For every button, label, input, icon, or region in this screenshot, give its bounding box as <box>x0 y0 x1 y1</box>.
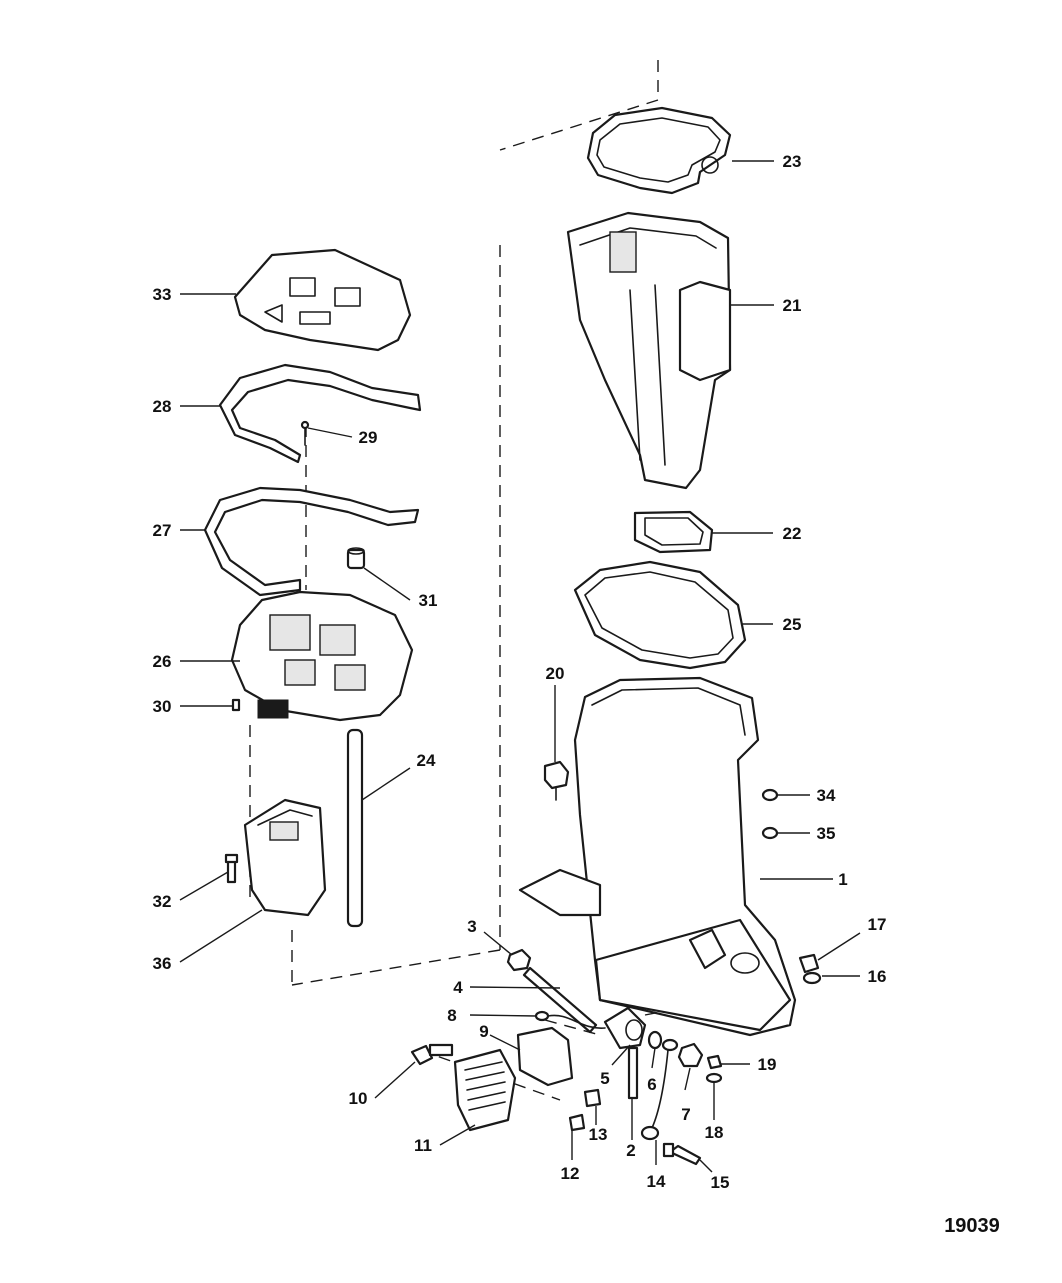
callout-26: 26 <box>153 652 172 671</box>
callout-6: 6 <box>647 1075 656 1094</box>
callout-18: 18 <box>705 1123 724 1142</box>
part-31-bushing <box>346 547 366 570</box>
callout-24: 24 <box>417 751 436 770</box>
callout-2: 2 <box>626 1141 635 1160</box>
parts-34-35-washers <box>761 788 779 840</box>
callout-12: 12 <box>561 1164 580 1183</box>
callout-3: 3 <box>467 917 476 936</box>
callout-9: 9 <box>479 1022 488 1041</box>
parts-16-17-nut-washer <box>798 953 822 985</box>
part-32-bolt <box>224 853 239 884</box>
callout-36: 36 <box>153 954 172 973</box>
callout-1: 1 <box>838 870 847 889</box>
part-27-large-seal <box>203 486 420 597</box>
part-5-anode <box>603 1006 647 1050</box>
callout-29: 29 <box>359 428 378 447</box>
callout-34: 34 <box>817 786 836 805</box>
callout-28: 28 <box>153 397 172 416</box>
callout-22: 22 <box>783 524 802 543</box>
part-23-top-gasket <box>586 106 732 195</box>
callout-19: 19 <box>758 1055 777 1074</box>
part-13-nut <box>583 1088 602 1108</box>
callout-27: 27 <box>153 521 172 540</box>
part-20-plug <box>543 760 570 801</box>
callout-23: 23 <box>783 152 802 171</box>
callout-20: 20 <box>546 664 565 683</box>
part-15-screw <box>662 1142 702 1166</box>
part-21-exhaust-housing <box>566 211 732 490</box>
parts-18-19-nut-washer <box>705 1054 723 1084</box>
part-4-stud <box>522 966 598 1034</box>
callout-35: 35 <box>817 824 836 843</box>
part-25-housing-gasket <box>573 560 747 670</box>
callout-30: 30 <box>153 697 172 716</box>
part-1-driveshaft-housing <box>518 676 797 1037</box>
callout-10: 10 <box>349 1089 368 1108</box>
callout-32: 32 <box>153 892 172 911</box>
part-6-washer <box>647 1030 663 1050</box>
callout-15: 15 <box>711 1173 730 1192</box>
callout-13: 13 <box>589 1125 608 1144</box>
part-9-bracket <box>516 1026 574 1087</box>
callout-16: 16 <box>868 967 887 986</box>
diagram-reference-number: 19039 <box>944 1215 1000 1237</box>
callout-11: 11 <box>414 1136 432 1155</box>
part-7-nut <box>677 1042 704 1068</box>
callout-17: 17 <box>868 915 887 934</box>
part-3-nut <box>506 948 532 972</box>
callout-33: 33 <box>153 285 172 304</box>
callout-21: 21 <box>783 296 802 315</box>
callout-14: 14 <box>647 1172 666 1191</box>
leader-lines <box>179 160 861 1173</box>
callout-25: 25 <box>783 615 802 634</box>
part-26-adapter-plate <box>230 590 414 722</box>
callout-31: 31 <box>419 591 438 610</box>
part-29-pin <box>300 420 310 446</box>
part-33-adapter-plate <box>233 248 412 352</box>
part-2-stud <box>627 1046 639 1100</box>
part-14-ground-strap <box>640 1038 679 1141</box>
part-12-screw <box>568 1113 586 1132</box>
part-36-exhaust-block <box>243 798 327 917</box>
part-24-tube <box>346 728 364 928</box>
part-11-grille <box>453 1048 517 1132</box>
callout-4: 4 <box>453 978 463 997</box>
callout-8: 8 <box>447 1006 456 1025</box>
part-10-bolt <box>410 1043 454 1066</box>
part-22-seal <box>633 510 714 554</box>
callout-7: 7 <box>681 1105 690 1124</box>
callout-5: 5 <box>600 1069 609 1088</box>
assembly-dashed-lines <box>249 60 721 1101</box>
part-28-seal-ring <box>218 363 422 464</box>
callout-labels: 23 21 22 25 1 20 34 35 17 16 33 28 29 27… <box>153 152 887 1192</box>
part-30-dowel <box>231 698 241 712</box>
